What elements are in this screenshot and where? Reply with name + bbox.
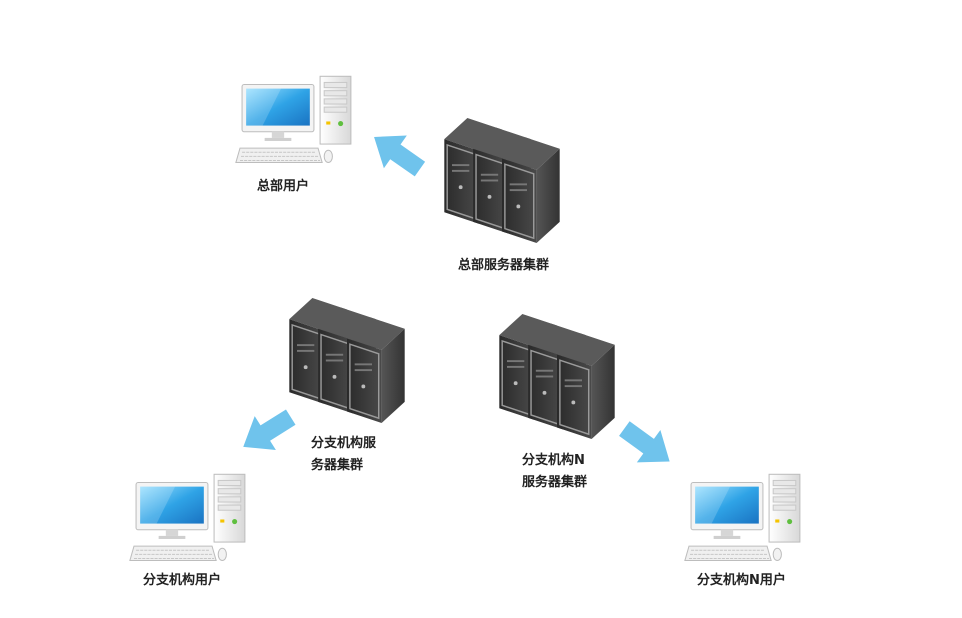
branchN-users-label: 分支机构N用户: [697, 573, 786, 588]
flow-arrow-icon: [232, 404, 302, 460]
branch-users-label: 分支机构用户: [143, 573, 222, 588]
hq-servers-label: 总部服务器集群: [458, 258, 550, 273]
flow-arrow-icon: [612, 417, 682, 473]
branchN-server-cluster-node: [492, 314, 622, 439]
server-cluster-icon: [437, 118, 567, 243]
desktop-computer-icon: [235, 75, 352, 164]
flow-arrow-icon: [362, 128, 432, 178]
branchN-servers-label-line-1: 分支机构N: [522, 453, 585, 468]
hq-users-node: [235, 75, 355, 170]
hq-server-cluster-node: [437, 118, 567, 243]
branchN-users-node: [684, 473, 804, 568]
branch-servers-label-line-2: 务器集群: [311, 458, 364, 473]
branchN-servers-label: 分支机构N 服务器集群: [522, 450, 587, 494]
desktop-computer-icon: [129, 473, 246, 562]
branch-users-node: [129, 473, 249, 568]
branch-servers-label-line-1: 分支机构服: [311, 436, 377, 451]
server-cluster-icon: [492, 314, 622, 439]
branchN-servers-label-line-2: 服务器集群: [522, 475, 588, 490]
desktop-computer-icon: [684, 473, 801, 562]
hq-users-label: 总部用户: [257, 179, 310, 194]
branch-servers-label: 分支机构服 务器集群: [311, 433, 376, 477]
